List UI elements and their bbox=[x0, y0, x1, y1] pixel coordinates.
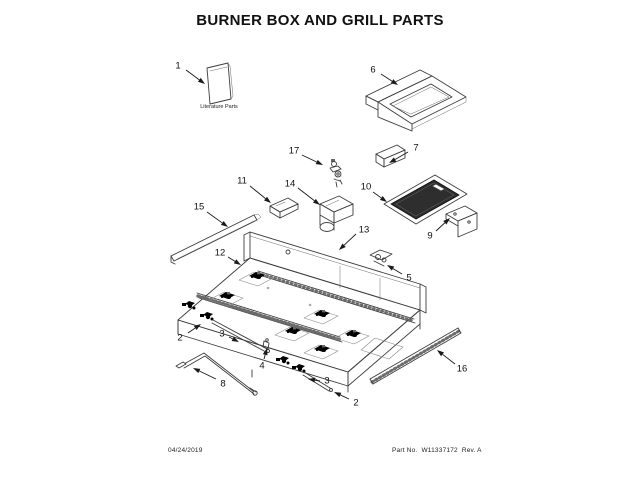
callout-7: 7 bbox=[389, 143, 419, 163]
callout-12: 12 bbox=[215, 248, 241, 265]
part-14-regulator bbox=[319, 195, 354, 232]
part-17-igniter bbox=[329, 159, 343, 188]
part-5-orifice-holder bbox=[369, 249, 393, 267]
part-10-griddle bbox=[383, 174, 468, 225]
revision: Rev. A bbox=[461, 447, 482, 454]
callout-5: 5 bbox=[387, 265, 412, 284]
callout-4: 4 bbox=[259, 348, 268, 372]
page-title: BURNER BOX AND GRILL PARTS bbox=[196, 12, 444, 29]
callout-8: 8 bbox=[193, 368, 226, 390]
part-number: W11337172 bbox=[421, 447, 458, 454]
callout-number-11: 11 bbox=[237, 176, 247, 187]
callout-number-12: 12 bbox=[215, 248, 226, 259]
callout-13: 13 bbox=[339, 225, 370, 250]
callout-number-15: 15 bbox=[194, 202, 205, 213]
callout-number-4: 4 bbox=[259, 361, 264, 372]
callout-15: 15 bbox=[194, 202, 228, 227]
callout-16: 16 bbox=[437, 350, 467, 375]
callout-1: 1 bbox=[175, 61, 205, 84]
callout-number-13: 13 bbox=[359, 225, 370, 236]
callout-9: 9 bbox=[427, 218, 450, 242]
part-12-burner-box bbox=[177, 231, 427, 393]
callout-14: 14 bbox=[285, 179, 320, 205]
literature-parts-label: Literature Parts bbox=[200, 104, 238, 110]
callout-17: 17 bbox=[289, 146, 323, 165]
callout-number-8: 8 bbox=[220, 379, 225, 390]
part-8-gas-pipe bbox=[175, 352, 258, 396]
part-15-rail bbox=[170, 213, 262, 265]
part-9-bracket bbox=[445, 205, 478, 238]
footer-date: 04/24/2019 bbox=[168, 447, 203, 454]
callout-11: 11 bbox=[237, 176, 271, 203]
callout-2-left: 2 bbox=[177, 324, 201, 344]
callout-number-1: 1 bbox=[175, 61, 180, 72]
callout-number-3-center: 3 bbox=[324, 376, 329, 387]
callout-number-2-left: 2 bbox=[177, 333, 182, 344]
callout-number-2-center: 2 bbox=[353, 398, 358, 409]
part-4-fitting bbox=[262, 338, 270, 350]
part-7-deflector bbox=[375, 144, 406, 168]
callout-number-10: 10 bbox=[361, 182, 372, 193]
callout-number-7: 7 bbox=[413, 143, 418, 154]
part-1-literature-booklet: Literature Parts bbox=[200, 62, 238, 110]
callout-number-16: 16 bbox=[457, 364, 468, 375]
callout-number-6: 6 bbox=[370, 65, 375, 76]
callout-number-5: 5 bbox=[406, 273, 411, 284]
callout-6: 6 bbox=[370, 65, 398, 85]
callout-number-17: 17 bbox=[289, 146, 300, 157]
part-2-burner-tube-center bbox=[276, 356, 333, 392]
part-no-label: Part No. bbox=[392, 447, 418, 454]
part-6-grill-pan bbox=[365, 69, 467, 132]
callout-number-9: 9 bbox=[427, 231, 432, 242]
callout-number-14: 14 bbox=[285, 179, 296, 190]
callout-3-center: 3 bbox=[308, 376, 330, 387]
callout-number-3-left: 3 bbox=[219, 329, 224, 340]
part-16-rail bbox=[369, 327, 462, 385]
callout-3-left: 3 bbox=[219, 329, 239, 342]
part-11-bracket bbox=[269, 197, 299, 219]
callout-2-center: 2 bbox=[334, 392, 359, 409]
callout-10: 10 bbox=[361, 182, 387, 202]
